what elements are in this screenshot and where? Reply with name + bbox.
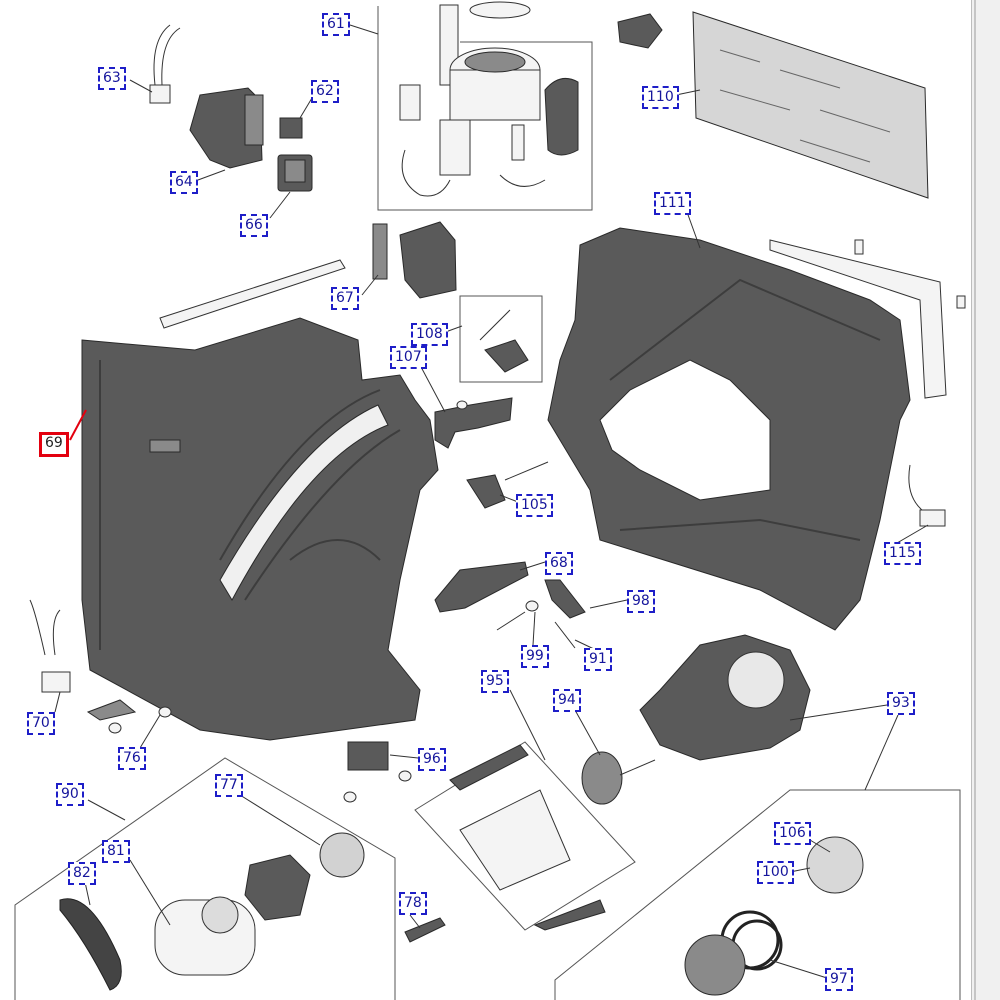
part-66-switch: [277, 154, 313, 192]
part-62-switch: [279, 117, 303, 139]
leader-lines: [54, 24, 929, 979]
part-64-bracket: [189, 87, 264, 169]
grinder-group-61: [377, 1, 593, 211]
part-70-connector: [29, 599, 71, 693]
part-98-latch: [544, 579, 628, 619]
callout-107[interactable]: 107: [390, 346, 427, 369]
callout-108[interactable]: 108: [411, 323, 448, 346]
part-69-left-housing: [81, 317, 439, 741]
callout-68[interactable]: 68: [545, 552, 573, 575]
part-115-connector: [908, 464, 946, 527]
callout-105[interactable]: 105: [516, 494, 553, 517]
callout-63[interactable]: 63: [98, 67, 126, 90]
callout-62[interactable]: 62: [311, 80, 339, 103]
callout-91[interactable]: 91: [584, 648, 612, 671]
part-107-lever: [434, 397, 513, 449]
part-110-pcb: [692, 11, 929, 199]
callout-100[interactable]: 100: [757, 861, 794, 884]
callout-70[interactable]: 70: [27, 712, 55, 735]
callout-106[interactable]: 106: [774, 822, 811, 845]
part-94-gear: [581, 751, 656, 805]
callout-66[interactable]: 66: [240, 214, 268, 237]
part-67-strip: [159, 221, 457, 329]
callout-78[interactable]: 78: [399, 892, 427, 915]
box-95-group: [414, 741, 636, 931]
part-82-belt: [59, 898, 122, 991]
page-edge-scrollbar[interactable]: [971, 0, 1000, 1000]
part-81-motor: [154, 896, 256, 976]
part-68-slide: [434, 561, 529, 613]
callout-76[interactable]: 76: [118, 747, 146, 770]
callout-67[interactable]: 67: [331, 287, 359, 310]
callout-98[interactable]: 98: [627, 590, 655, 613]
callout-110[interactable]: 110: [642, 86, 679, 109]
part-99-91-screws: [496, 600, 576, 649]
callout-96[interactable]: 96: [418, 748, 446, 771]
callout-93[interactable]: 93: [887, 692, 915, 715]
box-90-group: [14, 757, 396, 1000]
callout-95[interactable]: 95: [481, 670, 509, 693]
callout-111[interactable]: 111: [654, 192, 691, 215]
callout-94[interactable]: 94: [553, 689, 581, 712]
callout-82[interactable]: 82: [68, 862, 96, 885]
part-63-connector: [149, 24, 181, 104]
callout-77[interactable]: 77: [215, 774, 243, 797]
callout-115[interactable]: 115: [884, 542, 921, 565]
part-78-clip: [404, 917, 446, 943]
callout-81[interactable]: 81: [102, 840, 130, 863]
part-76-spacers: [86, 699, 172, 734]
part-108-spring-box: [459, 295, 543, 383]
box-97-group: [554, 789, 961, 1000]
callout-69-highlighted[interactable]: 69: [39, 432, 69, 457]
part-96-block: [343, 741, 412, 803]
callout-61[interactable]: 61: [322, 13, 350, 36]
part-105-lever: [466, 461, 549, 509]
callout-99[interactable]: 99: [521, 645, 549, 668]
part-93-brew-unit: [639, 634, 811, 761]
part-111-right-housing: [547, 227, 966, 631]
callout-97[interactable]: 97: [825, 968, 853, 991]
part-clip-top: [617, 13, 663, 49]
callout-64[interactable]: 64: [170, 171, 198, 194]
callout-90[interactable]: 90: [56, 783, 84, 806]
part-77-coupling: [244, 832, 365, 921]
